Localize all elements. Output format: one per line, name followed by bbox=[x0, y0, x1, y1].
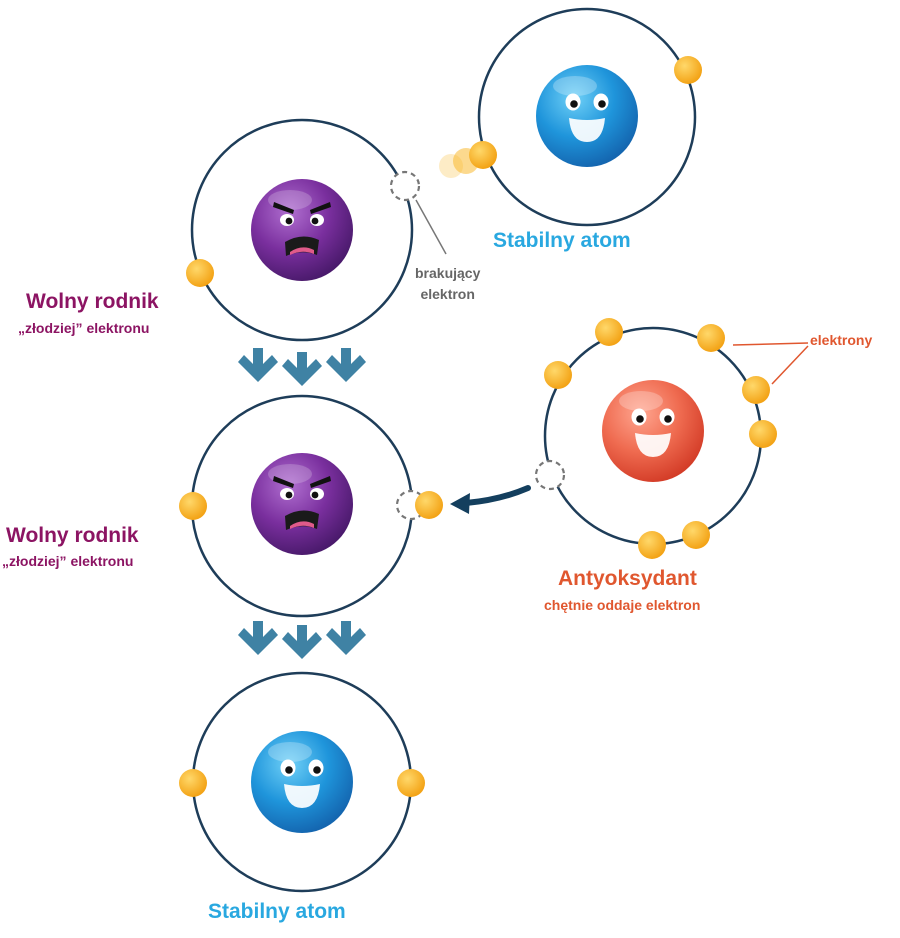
electron bbox=[544, 361, 572, 389]
stable-atom-top-label: Stabilny atom bbox=[493, 229, 631, 252]
down-arrow bbox=[238, 621, 278, 655]
electron bbox=[595, 318, 623, 346]
stable-atom-bottom bbox=[179, 671, 425, 893]
free-radical-2 bbox=[179, 394, 443, 618]
free-radical-nucleus bbox=[251, 179, 353, 281]
down-arrows-2 bbox=[238, 621, 366, 659]
missing-electron-pointer bbox=[415, 199, 447, 255]
orbit-ring bbox=[190, 118, 414, 342]
free-radical-nucleus bbox=[251, 453, 353, 555]
electrons-pointer bbox=[732, 342, 809, 346]
free-radical-2-subtitle: „złodziej” elektronu bbox=[2, 553, 134, 569]
antioxidant-title: Antyoksydant bbox=[558, 567, 697, 590]
missing-electron-label: brakujący elektron bbox=[415, 263, 480, 305]
antioxidant-nucleus bbox=[602, 380, 704, 482]
electron bbox=[179, 769, 207, 797]
free-radical-1-subtitle: „złodziej” elektronu bbox=[18, 320, 150, 336]
electron bbox=[749, 420, 777, 448]
missing-electron-line2: elektron bbox=[420, 286, 475, 302]
electron bbox=[682, 521, 710, 549]
orbit-ring bbox=[477, 7, 697, 227]
down-arrows-1 bbox=[238, 348, 366, 386]
electron bbox=[742, 376, 770, 404]
down-arrow bbox=[326, 621, 366, 655]
electron bbox=[697, 324, 725, 352]
down-arrow bbox=[282, 625, 322, 659]
electron-transfer-arrow bbox=[450, 485, 531, 514]
stable-atom-top bbox=[439, 7, 702, 227]
missing-electron-slot bbox=[389, 170, 421, 202]
stable-atom-nucleus bbox=[536, 65, 638, 167]
electron bbox=[186, 259, 214, 287]
stable-atom-bottom-label: Stabilny atom bbox=[208, 900, 346, 923]
down-arrow bbox=[238, 348, 278, 382]
down-arrow bbox=[326, 348, 366, 382]
electron-leaving bbox=[469, 141, 497, 169]
donated-electron-slot bbox=[534, 459, 566, 491]
electrons-label: elektrony bbox=[810, 332, 873, 348]
antioxidant-atom bbox=[534, 318, 809, 559]
free-radical-1-title: Wolny rodnik bbox=[26, 290, 159, 313]
electron bbox=[179, 492, 207, 520]
free-radical-1 bbox=[186, 118, 447, 342]
electrons-pointer bbox=[771, 345, 809, 385]
down-arrow bbox=[282, 352, 322, 386]
electron bbox=[674, 56, 702, 84]
stable-atom-nucleus bbox=[251, 731, 353, 833]
electron bbox=[397, 769, 425, 797]
electron-received bbox=[415, 491, 443, 519]
antioxidant-subtitle: chętnie oddaje elektron bbox=[544, 597, 701, 613]
free-radical-2-title: Wolny rodnik bbox=[6, 524, 139, 547]
electron bbox=[638, 531, 666, 559]
missing-electron-line1: brakujący bbox=[415, 265, 481, 281]
